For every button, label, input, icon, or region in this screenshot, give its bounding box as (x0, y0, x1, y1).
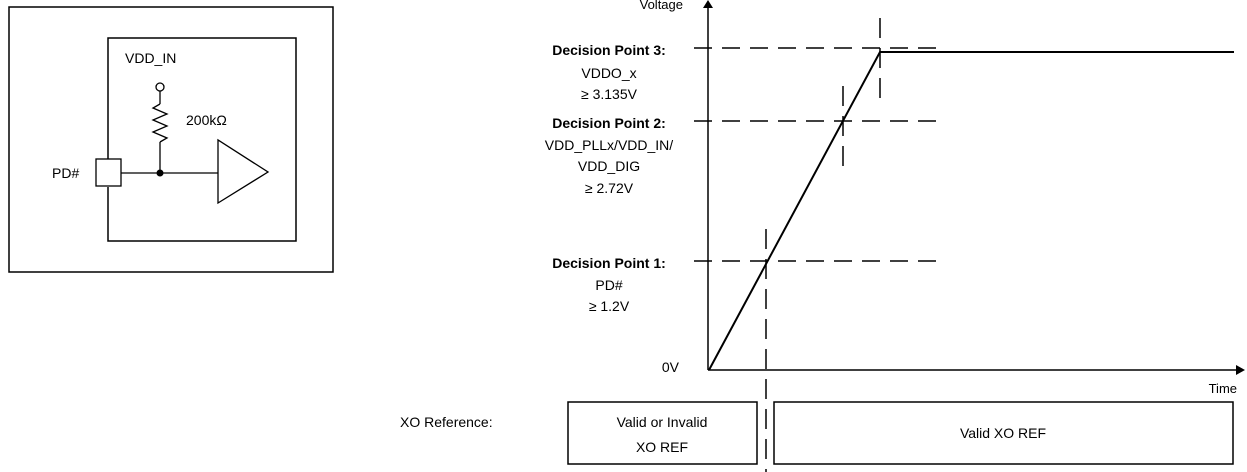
decision-point-1-title: Decision Point 1: (552, 255, 666, 271)
junction-dot (156, 169, 164, 177)
decision-point-3-line-2: ≥ 3.135V (581, 86, 638, 102)
pd-input-circuit: VDD_IN 200kΩ PD# (8, 6, 334, 273)
decision-point-3-line-1: VDDO_x (581, 65, 636, 81)
supply-terminal (155, 82, 165, 92)
y-axis-arrow (703, 0, 713, 8)
xo-box-1-line-1: Valid or Invalid (617, 414, 708, 430)
decision-point-1-line-1: PD# (595, 277, 622, 293)
buffer-symbol (217, 138, 270, 205)
circuit-inner-frame (107, 37, 297, 242)
decision-point-2-line-1: VDD_PLLx/VDD_IN/ (545, 137, 673, 153)
xo-box-2-line-1: Valid XO REF (960, 425, 1046, 441)
voltage-ramp-line (708, 51, 1234, 371)
xo-box-valid-window (773, 401, 1234, 465)
x-axis-label: Time (1209, 381, 1237, 396)
decision-point-1-line-2: ≥ 1.2V (589, 298, 630, 314)
xo-box-invalid-window (567, 401, 758, 465)
resistor-value-label: 200kΩ (186, 112, 227, 128)
decision-point-3-title: Decision Point 3: (552, 42, 666, 58)
xo-box-1-line-2: XO REF (636, 439, 688, 455)
y-axis-label: Voltage (640, 0, 683, 12)
xo-reference-row: XO Reference: Valid or Invalid XO REF Va… (400, 401, 1234, 465)
decision-point-2-line-3: ≥ 2.72V (585, 180, 634, 196)
pd-pin-box (95, 158, 122, 187)
pd-pin-label: PD# (52, 165, 79, 181)
timing-diagram: Voltage Time 0V Decision Point 3: VDDO_x… (545, 0, 1245, 472)
circuit-outer-frame (8, 6, 334, 273)
vdd-in-label: VDD_IN (125, 50, 176, 66)
x-axis-arrow (1236, 365, 1245, 375)
decision-point-2-line-2: VDD_DIG (578, 158, 640, 174)
origin-label: 0V (662, 359, 680, 375)
xo-reference-label: XO Reference: (400, 414, 493, 430)
decision-point-2-title: Decision Point 2: (552, 115, 666, 131)
resistor-symbol (151, 103, 169, 143)
